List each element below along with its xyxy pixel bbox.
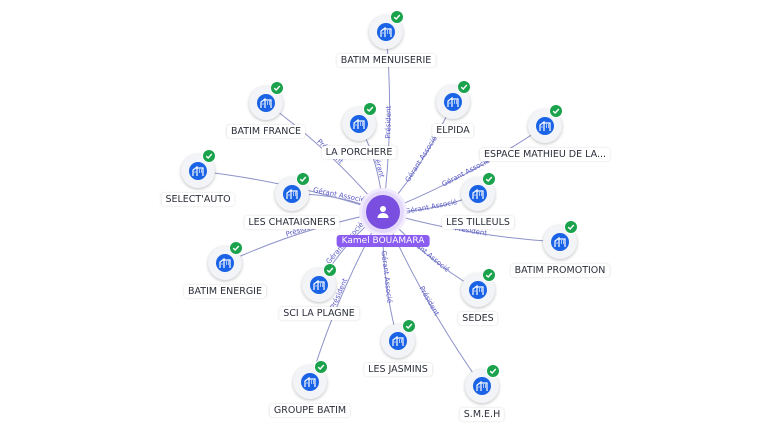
company-label[interactable]: LES JASMINS bbox=[364, 363, 432, 376]
company-label[interactable]: ELPIDA bbox=[432, 124, 474, 137]
company-node-circle[interactable] bbox=[342, 102, 377, 141]
company-node-circle[interactable] bbox=[208, 241, 243, 280]
company-label[interactable]: BATIM FRANCE bbox=[226, 125, 306, 138]
company-label[interactable]: S.M.E.H bbox=[459, 408, 505, 421]
edge-label-les-tilleuls: Gérant Associé bbox=[405, 198, 458, 216]
company-label[interactable]: BATIM MENUISERIE bbox=[336, 54, 436, 67]
company-label[interactable]: BATIM ENERGIE bbox=[184, 285, 266, 298]
check-icon bbox=[549, 104, 563, 118]
building-icon bbox=[551, 233, 569, 251]
edge-label-elpida: Gérant Associé bbox=[404, 135, 439, 184]
company-node-circle[interactable] bbox=[543, 220, 578, 259]
building-icon bbox=[310, 276, 328, 294]
edge-batim-promotion bbox=[382, 211, 561, 243]
company-node-circle[interactable] bbox=[465, 364, 500, 403]
check-icon bbox=[296, 172, 310, 186]
company-node-circle[interactable] bbox=[369, 10, 404, 49]
company-label[interactable]: BATIM PROMOTION bbox=[510, 264, 610, 277]
check-icon bbox=[402, 319, 416, 333]
company-node-circle[interactable] bbox=[436, 80, 471, 119]
person-icon bbox=[377, 206, 389, 218]
company-node-circle[interactable] bbox=[461, 268, 496, 307]
company-node-circle[interactable] bbox=[249, 81, 284, 120]
edge-label-smeh: Président bbox=[417, 285, 440, 318]
building-icon bbox=[469, 185, 487, 203]
person-node-circle[interactable] bbox=[366, 195, 400, 229]
check-icon bbox=[323, 263, 337, 277]
check-icon bbox=[270, 81, 284, 95]
check-icon bbox=[457, 80, 471, 94]
edge-label-les-jasmins: Gérant Associé bbox=[380, 250, 394, 303]
edge-batim-menuiserie bbox=[382, 31, 391, 213]
company-label[interactable]: SCI LA PLAGNE bbox=[279, 307, 359, 320]
company-node-circle[interactable] bbox=[275, 172, 310, 211]
building-icon bbox=[377, 23, 395, 41]
check-icon bbox=[314, 360, 328, 374]
check-icon bbox=[486, 364, 500, 378]
company-label[interactable]: GROUPE BATIM bbox=[269, 404, 351, 417]
building-icon bbox=[469, 281, 487, 299]
company-label[interactable]: SEDES bbox=[458, 312, 498, 325]
building-icon bbox=[389, 332, 407, 350]
edge-smeh bbox=[382, 211, 483, 387]
check-icon bbox=[229, 241, 243, 255]
company-label[interactable]: LES TILLEULS bbox=[442, 216, 514, 229]
company-node-circle[interactable] bbox=[302, 263, 337, 302]
check-icon bbox=[482, 268, 496, 282]
building-icon bbox=[257, 94, 275, 112]
company-node-circle[interactable] bbox=[528, 104, 563, 143]
company-label[interactable]: ESPACE MATHIEU DE LA... bbox=[479, 148, 611, 161]
company-label[interactable]: SELECT'AUTO bbox=[161, 193, 235, 206]
company-node-circle[interactable] bbox=[461, 172, 496, 211]
company-node-circle[interactable] bbox=[381, 319, 416, 358]
check-icon bbox=[390, 10, 404, 24]
check-icon bbox=[482, 172, 496, 186]
edge-label-les-chataigners: Gérant Associé bbox=[312, 186, 365, 204]
building-icon bbox=[444, 93, 462, 111]
building-icon bbox=[473, 377, 491, 395]
company-label[interactable]: LA PORCHERE bbox=[321, 146, 397, 159]
building-icon bbox=[350, 115, 368, 133]
building-icon bbox=[301, 373, 319, 391]
edge-espace-mathieu bbox=[382, 125, 546, 213]
company-node-circle[interactable] bbox=[293, 360, 328, 399]
person-label[interactable]: Kamel BOUAMARA bbox=[336, 235, 430, 247]
check-icon bbox=[564, 220, 578, 234]
building-icon bbox=[216, 254, 234, 272]
building-icon bbox=[283, 185, 301, 203]
company-label[interactable]: LES CHATAIGNERS bbox=[244, 216, 340, 229]
building-icon bbox=[189, 162, 207, 180]
company-node-circle[interactable] bbox=[181, 149, 216, 188]
check-icon bbox=[202, 149, 216, 163]
edge-batim-energie bbox=[224, 211, 384, 264]
check-icon bbox=[363, 102, 377, 116]
edge-label-batim-menuiserie: Président bbox=[384, 105, 393, 138]
building-icon bbox=[536, 117, 554, 135]
